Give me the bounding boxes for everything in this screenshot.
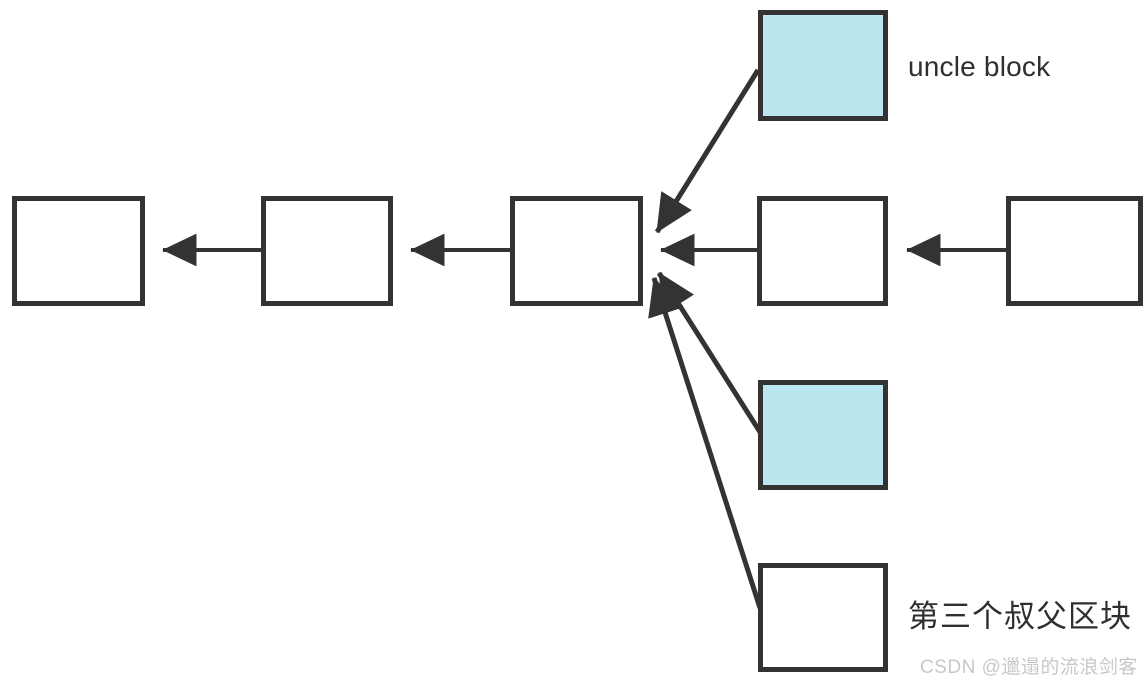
label-uncle-block: uncle block <box>908 51 1051 82</box>
csdn-watermark: CSDN @邋遢的流浪剑客 <box>920 657 1138 678</box>
uncle-block-1[interactable] <box>758 10 888 121</box>
chain-block-4[interactable] <box>757 196 888 306</box>
uncle-block-2[interactable] <box>758 380 888 490</box>
label-third-uncle-block: 第三个叔父区块 <box>908 599 1132 634</box>
chain-block-3[interactable] <box>510 196 643 306</box>
chain-block-2[interactable] <box>261 196 393 306</box>
arrow-uncle-3-to-chain-3 <box>648 277 763 609</box>
chain-block-5[interactable] <box>1006 196 1143 306</box>
arrow-uncle-1-to-chain-3 <box>654 68 761 234</box>
chain-block-1[interactable] <box>12 196 145 306</box>
uncle-block-3[interactable] <box>758 563 888 672</box>
arrow-uncle-2-to-chain-3 <box>656 271 763 434</box>
